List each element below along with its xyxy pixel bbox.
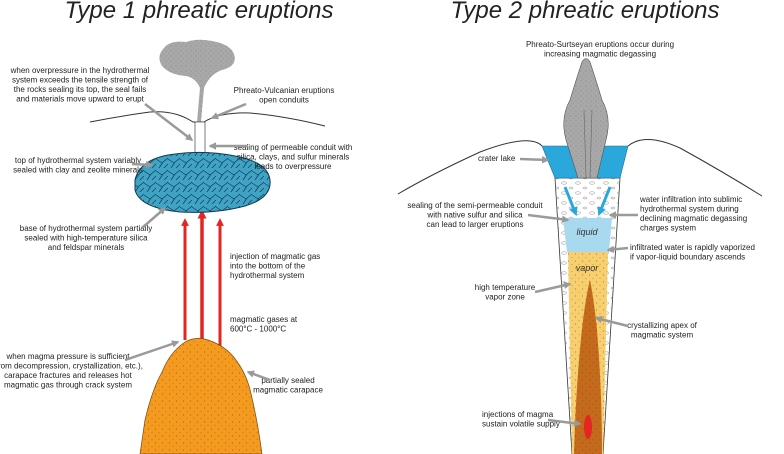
panel2-label-surtseyan: Phreato-Surtseyan eruptions occur during… xyxy=(526,40,674,59)
panel1-eruption-plume xyxy=(159,39,235,122)
panel2-title: Type 2 phreatic eruptions xyxy=(450,0,719,24)
panel1-ground-surface xyxy=(89,111,326,127)
panel2-liquid-zone xyxy=(563,218,612,252)
panel2-vapor-label: vapor xyxy=(576,263,600,273)
panel2-ground-surface xyxy=(397,139,763,197)
panel1-label-magma-pressure: when magma pressure is sufficient(from d… xyxy=(0,340,180,390)
svg-text:sealing of the semi-permeable: sealing of the semi-permeable conduitwit… xyxy=(407,201,543,229)
panel2-magma-apex xyxy=(574,280,602,454)
panel1-hydrothermal-system xyxy=(134,151,271,213)
svg-text:sealing of permeable conduit w: sealing of permeable conduit withsilica,… xyxy=(234,143,353,171)
panel2-eruption-plume xyxy=(563,58,609,179)
panel2-magma-injection xyxy=(584,415,592,439)
svg-text:top of hydrothermal system var: top of hydrothermal system variablyseale… xyxy=(13,156,143,175)
panel1-conduit xyxy=(194,121,206,157)
panel2-liquid-label: liquid xyxy=(576,227,598,237)
svg-text:water infiltration into sublim: water infiltration into sublimichydrothe… xyxy=(639,195,747,233)
panel1-magma-body xyxy=(139,338,263,454)
panel2-water-infiltration-arrows xyxy=(563,186,612,217)
panel1-title: Type 1 phreatic eruptions xyxy=(64,0,333,24)
svg-text:crater lake: crater lake xyxy=(478,154,516,163)
svg-text:when magma pressure is suffici: when magma pressure is sufficient(from d… xyxy=(0,352,143,390)
svg-text:infiltrated water is rapidly v: infiltrated water is rapidly vaporizedif… xyxy=(630,243,755,262)
svg-text:Phreato-Surtseyan eruptions oc: Phreato-Surtseyan eruptions occur during… xyxy=(526,40,674,59)
svg-text:when overpressure in the hydro: when overpressure in the hydrothermalsys… xyxy=(10,66,150,104)
panel1-magmatic-gas-arrows xyxy=(181,209,224,358)
svg-text:base of hydrothermal system pa: base of hydrothermal system partiallysea… xyxy=(20,224,153,252)
panel2-label-crater-lake: crater lake xyxy=(478,154,550,164)
